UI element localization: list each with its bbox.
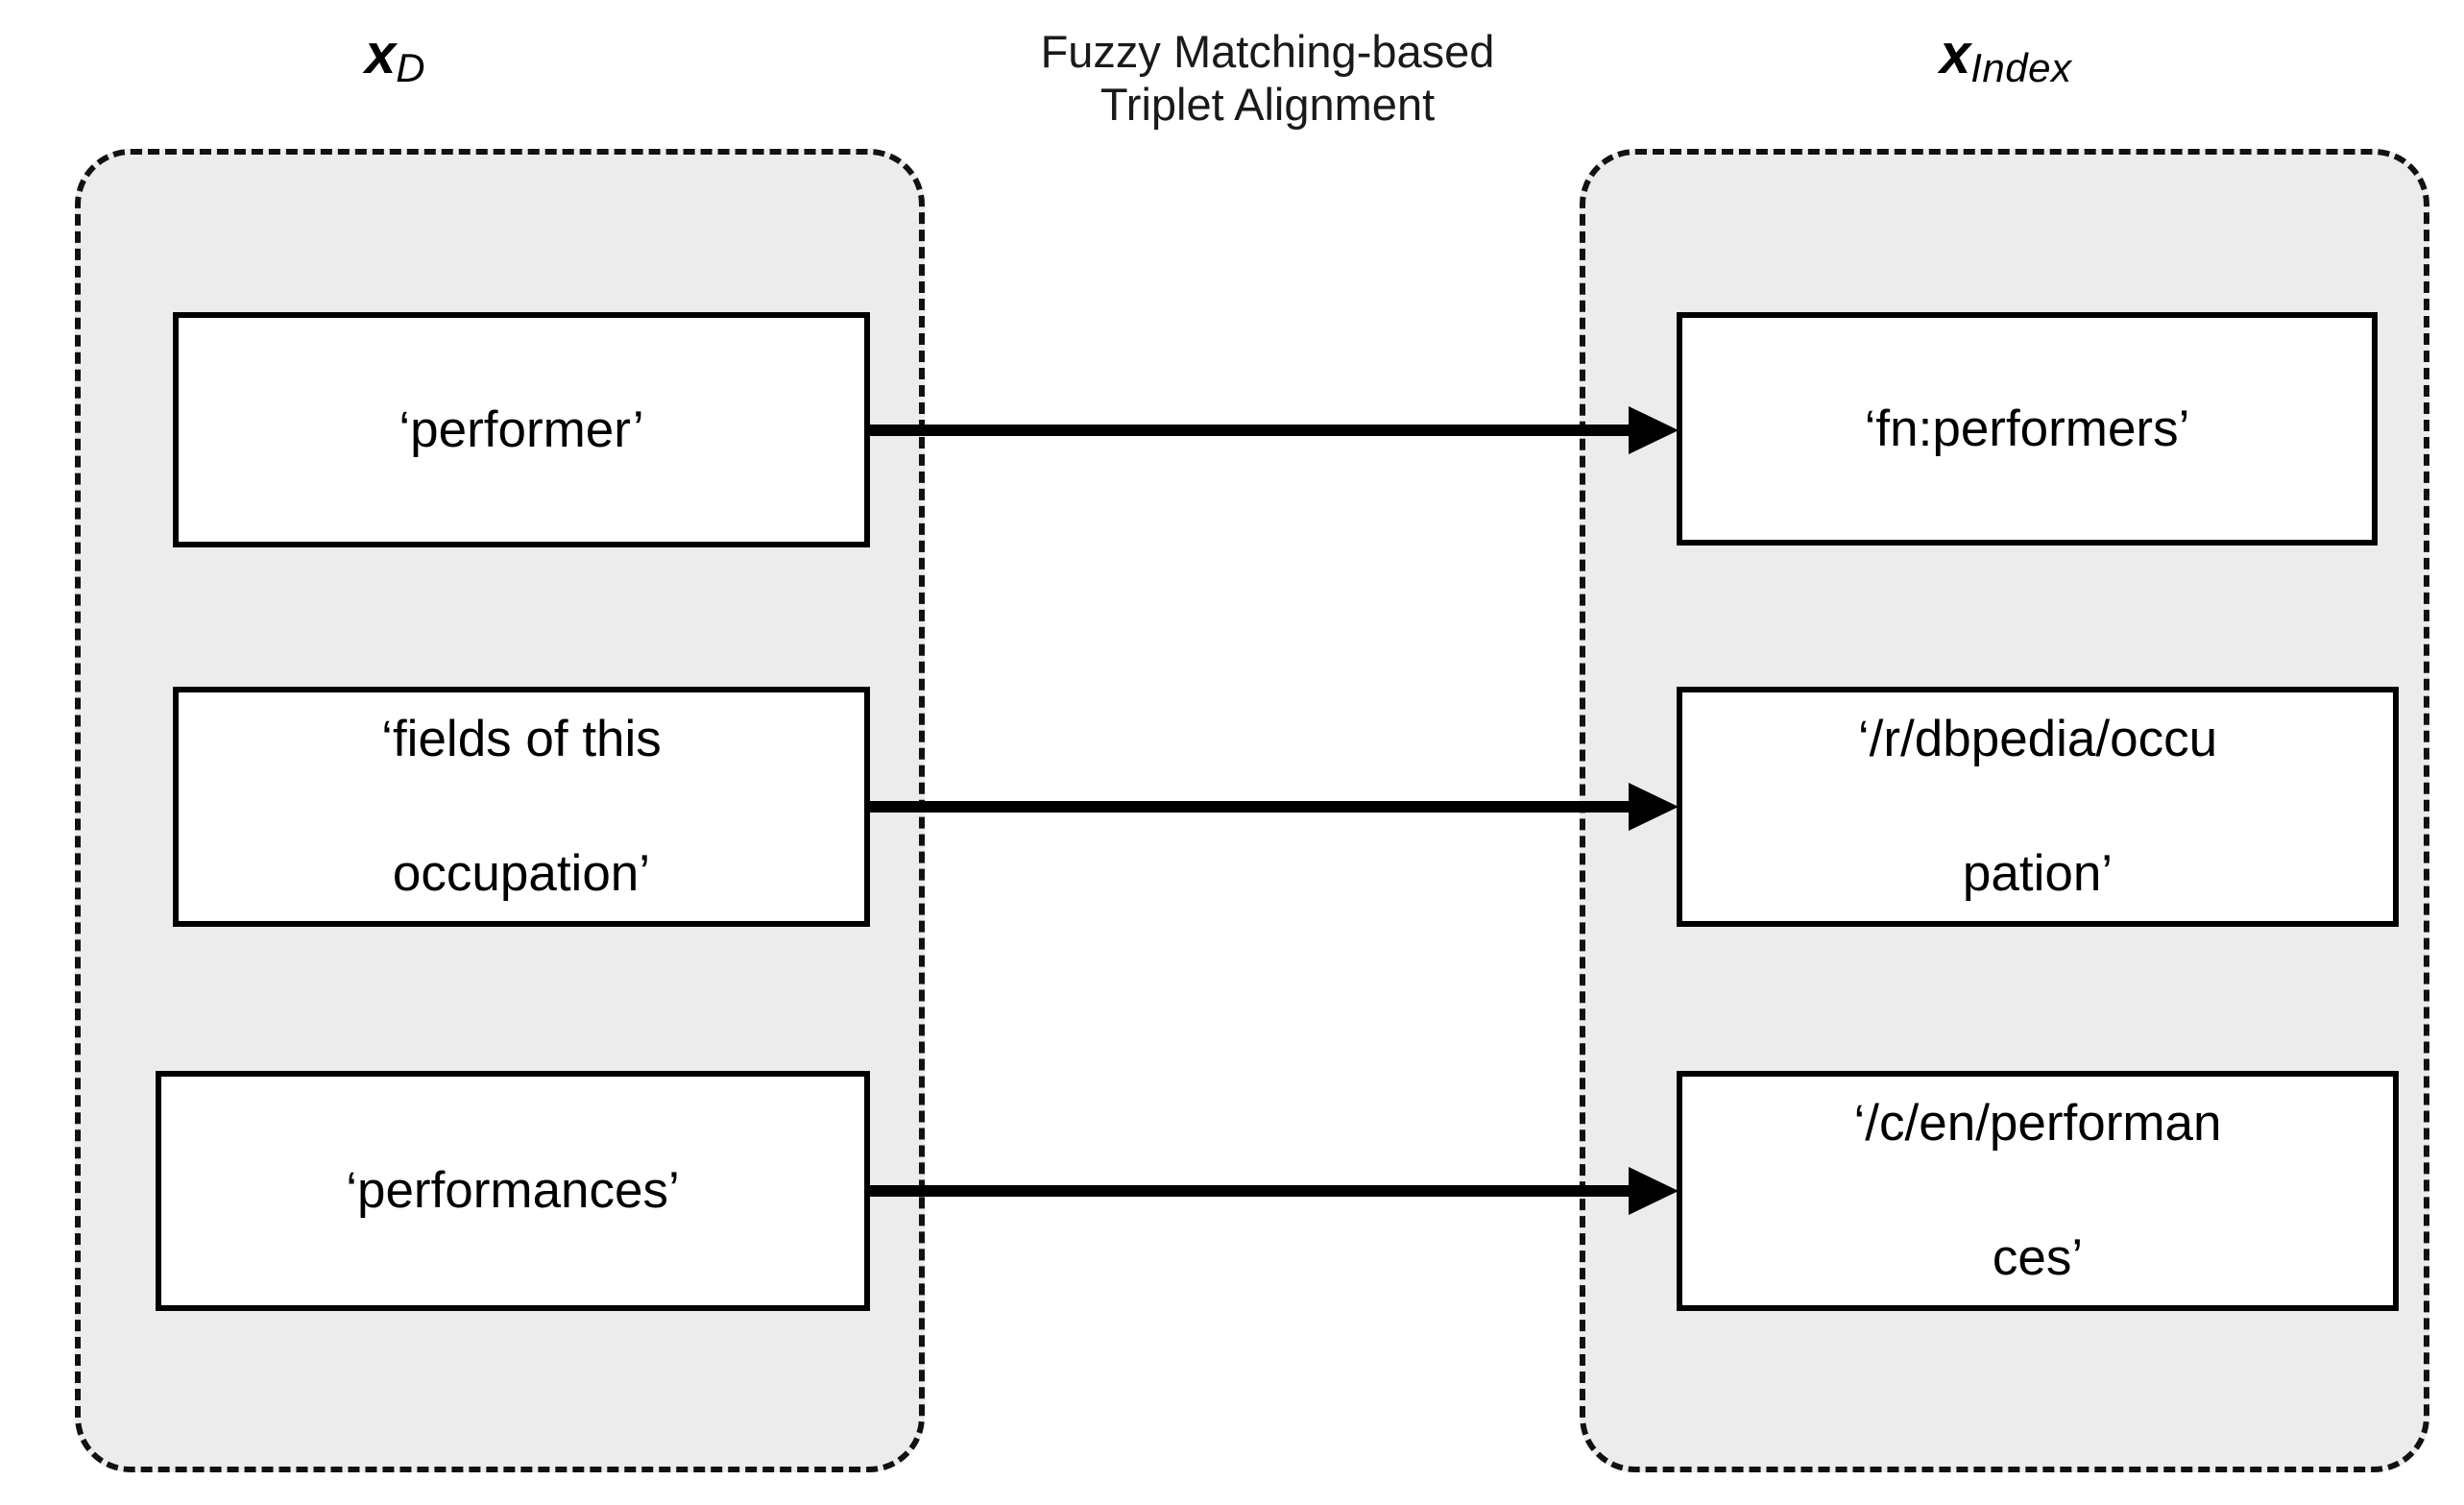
center-title-line-2: Triplet Alignment (1099, 79, 1436, 131)
right-term-box-2: ‘/r/dbpedia/occu pation’ (1677, 687, 2399, 927)
left-term-label-3: ‘performances’ (346, 1162, 680, 1220)
arrow-shaft-2 (866, 801, 1629, 813)
right-term-label-2: ‘/r/dbpedia/occu pation’ (1700, 706, 2376, 908)
left-group-caption-subscript: D (396, 45, 426, 91)
right-term-label-2-line-2: pation’ (1962, 844, 2114, 902)
right-term-label-1: ‘fn:performers’ (1864, 400, 2190, 457)
alignment-arrow-3 (866, 1162, 1679, 1220)
left-term-label-2: ‘fields of this occupation’ (196, 706, 847, 908)
left-group-caption-variable: x (365, 23, 397, 85)
left-group-caption: xD (365, 27, 425, 88)
left-term-label-2-line-1: ‘fields of this (381, 711, 662, 768)
left-term-box-2: ‘fields of this occupation’ (173, 687, 870, 927)
left-term-box-1: ‘performer’ (173, 312, 870, 547)
left-term-label-2-line-2: occupation’ (392, 844, 651, 902)
right-group-caption: xIndex (1940, 27, 2072, 88)
arrow-shaft-1 (866, 425, 1629, 436)
right-term-box-3: ‘/c/en/performan ces’ (1677, 1071, 2399, 1311)
right-term-box-1: ‘fn:performers’ (1677, 312, 2378, 546)
right-term-label-3-line-2: ces’ (1992, 1228, 2084, 1286)
alignment-arrow-2 (866, 778, 1679, 836)
right-term-label-3-line-1: ‘/c/en/performan (1853, 1095, 2222, 1153)
arrow-shaft-3 (866, 1185, 1629, 1197)
left-term-box-3: ‘performances’ (156, 1071, 870, 1311)
center-title-line-1: Fuzzy Matching-based (1040, 26, 1495, 77)
right-term-label-3: ‘/c/en/performan ces’ (1700, 1090, 2376, 1292)
right-term-label-2-line-1: ‘/r/dbpedia/occu (1857, 711, 2218, 768)
right-group-caption-variable: x (1940, 23, 1971, 85)
left-term-label-1: ‘performer’ (399, 401, 644, 458)
alignment-arrow-1 (866, 401, 1679, 459)
center-title: Fuzzy Matching-based Triplet Alignment (960, 25, 1575, 132)
right-group-caption-subscript: Index (1970, 45, 2072, 91)
